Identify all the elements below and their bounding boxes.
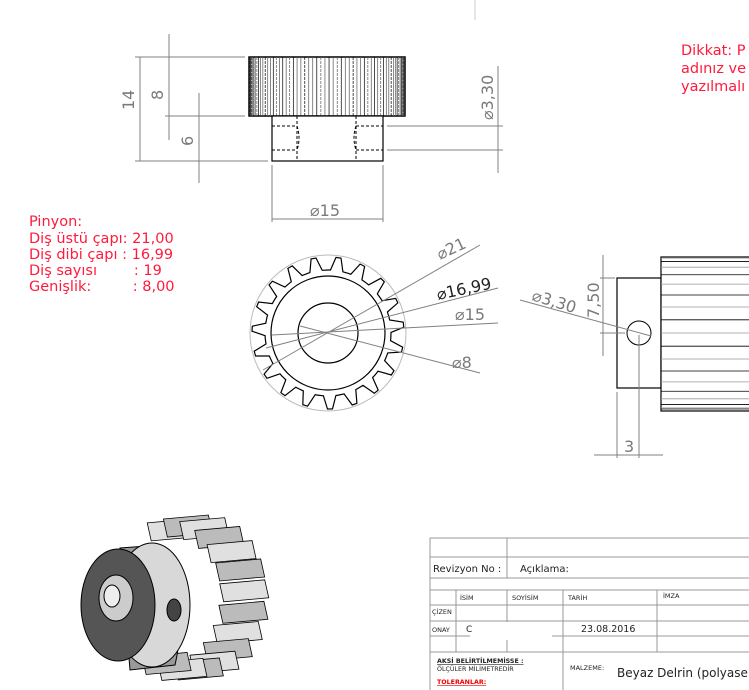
svg-text:⌀15: ⌀15 <box>455 305 485 324</box>
dimension-lines <box>519 255 663 458</box>
svg-text:C: C <box>466 625 472 635</box>
svg-text:⌀3,30: ⌀3,30 <box>478 75 497 120</box>
tip-circle <box>249 254 407 412</box>
tooth-lines <box>661 256 749 410</box>
bore-circle <box>297 302 359 364</box>
front-view: ⌀21 ⌀16,99 ⌀15 ⌀8 <box>249 234 499 412</box>
gear-tooth <box>212 621 263 644</box>
redacted-area <box>470 622 552 640</box>
svg-text:7,50: 7,50 <box>584 282 603 318</box>
svg-text:İSİM: İSİM <box>460 593 474 602</box>
title-block <box>429 537 749 690</box>
svg-text:⌀3,30: ⌀3,30 <box>530 286 579 317</box>
svg-text:Diş dibi çapı : 16,99: Diş dibi çapı : 16,99 <box>29 247 173 263</box>
gear-band <box>248 56 406 117</box>
svg-text:⌀21: ⌀21 <box>434 234 469 264</box>
svg-text:ÇİZEN: ÇİZEN <box>432 607 452 616</box>
svg-text:⌀16,99: ⌀16,99 <box>435 274 493 304</box>
gear-tooth <box>206 540 257 564</box>
gear-tooth <box>215 558 266 582</box>
tooth-lines <box>249 57 405 116</box>
gear-tooth <box>219 579 270 603</box>
svg-text:yazılmalı: yazılmalı <box>681 79 745 95</box>
svg-text:23.08.2016: 23.08.2016 <box>581 624 635 635</box>
svg-text:⌀15: ⌀15 <box>310 201 340 220</box>
dimension-lines <box>135 34 503 222</box>
side-view: ⌀3,30 7,50 3 <box>519 255 749 458</box>
svg-text:Revizyon No :: Revizyon No : <box>433 564 501 575</box>
isometric-gear-render <box>80 514 270 681</box>
pin-hole-3d <box>166 598 182 622</box>
svg-text:Beyaz Delrin (polyase: Beyaz Delrin (polyase <box>617 666 748 680</box>
svg-text:TOLERANLAR:: TOLERANLAR: <box>437 679 486 686</box>
leader-lines <box>262 244 499 374</box>
svg-text:Diş sayısı : 19: Diş sayısı : 19 <box>29 263 162 279</box>
svg-text:8: 8 <box>148 90 167 100</box>
svg-text:6: 6 <box>178 136 197 146</box>
gear-side <box>660 256 749 412</box>
title-block-text: Revizyon No : Açıklama: İSİM SOYİSİM TAR… <box>432 564 748 686</box>
gear-teeth-profile <box>251 256 405 410</box>
svg-text:ONAY: ONAY <box>432 626 450 634</box>
svg-text:SOYİSİM: SOYİSİM <box>512 593 538 602</box>
gear-tooth <box>218 600 269 624</box>
svg-text:Genişlik: : 8,00: Genişlik: : 8,00 <box>29 279 175 295</box>
svg-text:İMZA: İMZA <box>663 591 680 600</box>
svg-text:adınız ve: adınız ve <box>681 61 746 77</box>
svg-text:TARİH: TARİH <box>567 593 587 602</box>
warning-note: Dikkat: P adınız ve yazılmalı <box>681 43 746 95</box>
svg-text:3: 3 <box>624 437 634 456</box>
hub <box>271 115 384 162</box>
svg-text:Dikkat: P: Dikkat: P <box>681 43 746 59</box>
svg-text:AKSİ BELİRTİLMEMİSSE :: AKSİ BELİRTİLMEMİSSE : <box>437 656 523 665</box>
svg-text:ÖLÇÜLER MİLİMETREDİR: ÖLÇÜLER MİLİMETREDİR <box>437 664 514 673</box>
top-view: 14 8 6 ⌀15 ⌀3,30 <box>119 34 503 222</box>
svg-text:14: 14 <box>119 90 138 110</box>
hub-circle <box>270 275 386 391</box>
svg-text:Açıklama:: Açıklama: <box>520 564 569 575</box>
svg-text:MALZEME:: MALZEME: <box>570 664 604 672</box>
svg-text:⌀8: ⌀8 <box>452 353 472 372</box>
pinion-spec: Pinyon: Diş üstü çapı: 21,00 Diş dibi ça… <box>29 214 175 295</box>
svg-text:Diş üstü çapı: 21,00: Diş üstü çapı: 21,00 <box>29 231 174 247</box>
svg-text:Pinyon:: Pinyon: <box>29 214 82 230</box>
hole-hidden-lines <box>272 116 383 161</box>
